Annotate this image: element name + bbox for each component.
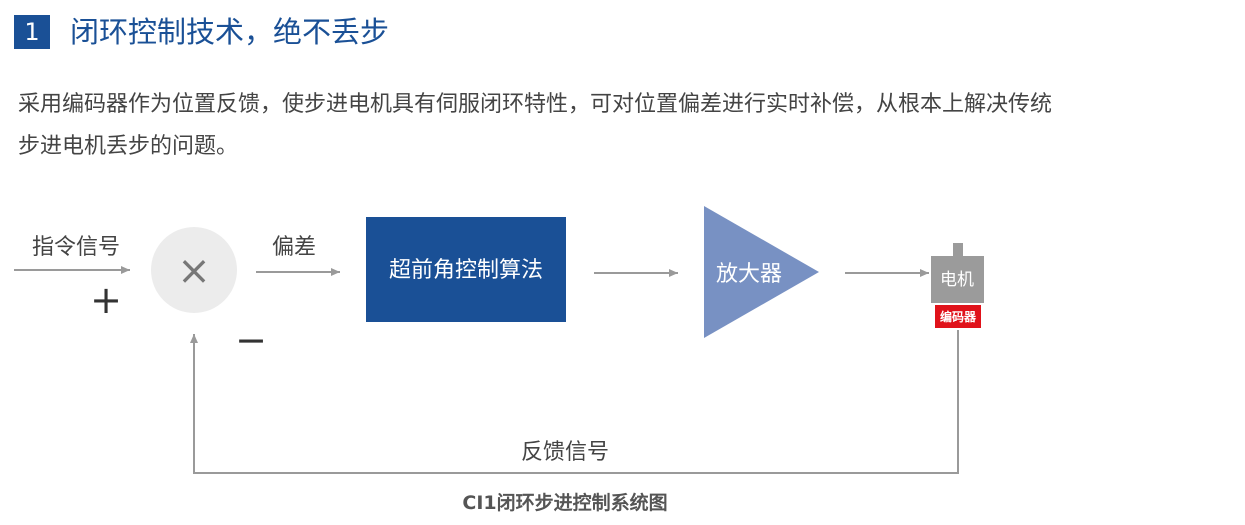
- amplifier-label: 放大器: [716, 262, 782, 287]
- amplifier-triangle: [704, 206, 819, 338]
- encoder-label: 编码器: [939, 309, 977, 324]
- comparator-circle: [151, 227, 237, 313]
- motor-shaft: [953, 243, 963, 257]
- input-signal-label: 指令信号: [32, 235, 120, 260]
- diagram-caption: CI1闭环步进控制系统图: [462, 492, 668, 514]
- description-text: 采用编码器作为位置反馈，使步进电机具有伺服闭环特性，可对位置偏差进行实时补偿，从…: [18, 84, 1240, 168]
- description-line-2: 步进电机丢步的问题。: [18, 134, 239, 159]
- motor-label: 电机: [940, 270, 974, 290]
- error-label: 偏差: [272, 235, 316, 260]
- controller-label: 超前角控制算法: [389, 258, 543, 283]
- minus-sign: −: [235, 318, 267, 362]
- encoder-block: [935, 305, 981, 328]
- plus-sign: +: [90, 278, 122, 322]
- controller-block: [366, 217, 566, 322]
- feedback-path: [190, 330, 959, 474]
- section-number-badge: 1: [14, 15, 50, 49]
- motor-block: [931, 256, 984, 303]
- comparator-symbol: ×: [177, 248, 211, 294]
- section-title: 闭环控制技术，绝不丢步: [70, 15, 390, 49]
- description-line-1: 采用编码器作为位置反馈，使步进电机具有伺服闭环特性，可对位置偏差进行实时补偿，从…: [18, 92, 1053, 117]
- feedback-signal-label: 反馈信号: [521, 440, 609, 465]
